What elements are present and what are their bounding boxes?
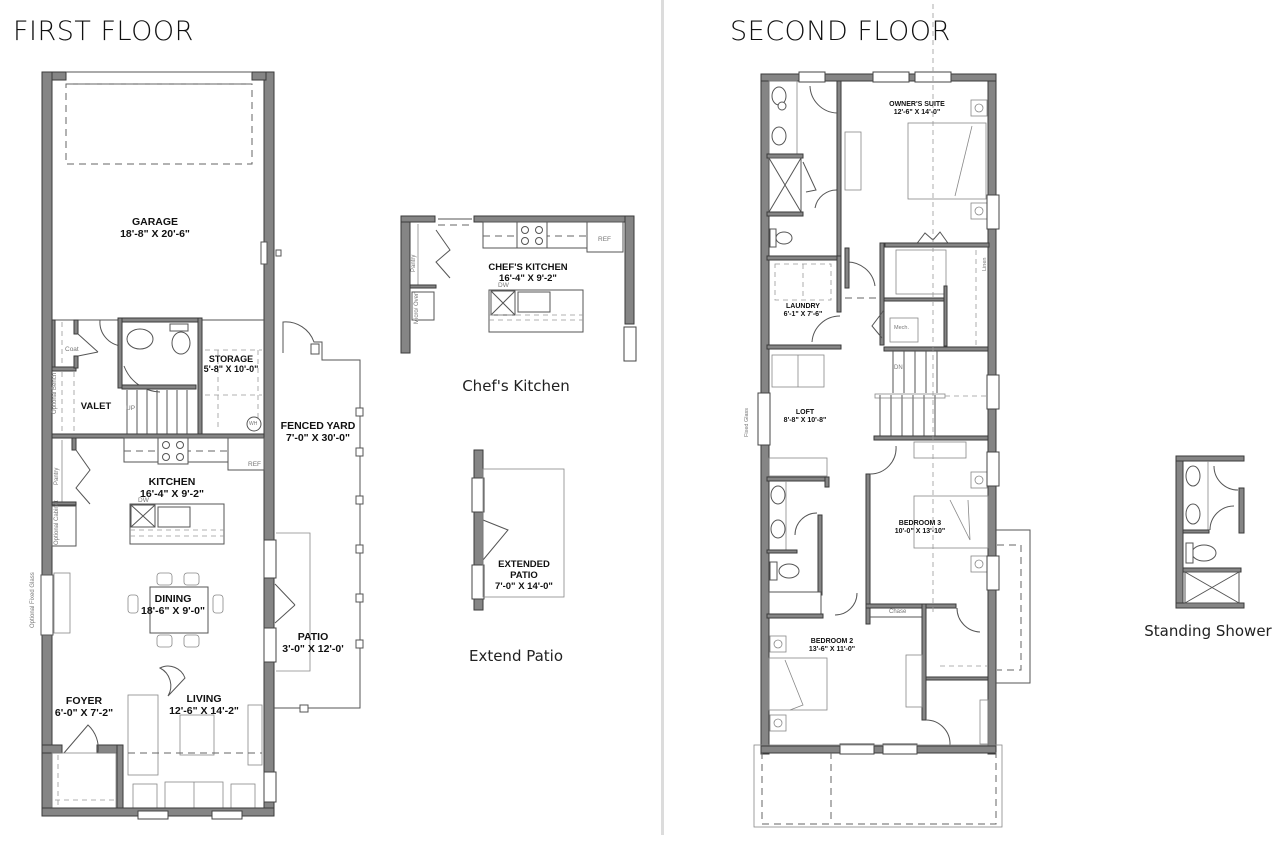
note-coat: Coat [65,346,79,353]
caption-extend-patio: Extend Patio [468,647,564,665]
caption-standing-shower: Standing Shower [1144,622,1272,640]
second-floor-title: SECOND FLOOR [730,16,951,47]
note-dn: DN [894,365,903,371]
room-label-fenced-yard: FENCED YARD 7'-0" X 30'-0" [280,420,356,445]
first-floor-plan [40,71,364,820]
room-label-living: LIVING 12'-6" X 14'-2" [169,693,239,718]
room-label-foyer: FOYER 6'-0" X 7'-2" [54,695,114,720]
room-label-owners-suite: OWNER'S SUITE 12'-6" X 14'-0" [889,101,945,117]
room-label-valet: VALET [80,401,112,412]
second-floor-plan [753,0,1031,828]
room-label-loft: LOFT 8'-8" X 10'-8" [783,409,827,425]
room-label-chefs-kitchen: CHEF'S KITCHEN 16'-4" X 9'-2" [488,262,568,284]
room-label-garage: GARAGE 18'-8" X 20'-6" [120,216,190,241]
room-label-patio: PATIO 3'-0" X 12'-0' [282,631,344,656]
note-dw: DW [138,497,149,504]
room-label-extended-patio: EXTENDED PATIO 7'-0" X 14'-0" [495,559,553,592]
note-fixed-glass: Fixed Glass [744,407,750,437]
standing-shower-option-plan [1175,455,1245,609]
note-micro-oven: Micro/ Oven [414,291,420,324]
room-label-kitchen: KITCHEN 16'-4" X 9'-2" [140,476,204,501]
note-mech: Mech. [894,325,909,331]
room-label-dining: DINING 18'-6" X 9'-0" [141,593,205,618]
room-label-laundry: LAUNDRY 6'-1" X 7'-6" [783,303,823,319]
note-up: UP [126,405,136,412]
note-chase: Chase [889,609,907,615]
note-optional-bench: Optional Bench [52,372,58,414]
room-label-bedroom-2: BEDROOM 2 13'-6" X 11'-0" [808,638,856,654]
note-chefs-dw: DW [498,282,509,289]
note-chefs-pantry: Pantry [411,254,417,272]
note-optional-cabinet: Optional Cabinet [54,500,60,545]
note-linen: Linen [982,257,988,271]
chefs-kitchen-option-plan [400,215,637,362]
note-optional-fixed-glass: Optional Fixed Glass [30,572,36,628]
note-water-heater: WH [249,421,258,427]
room-label-bedroom-3: BEDROOM 3 10'-0" X 13'-10" [894,520,946,536]
note-chefs-ref: REF [598,236,611,243]
note-pantry: Pantry [54,467,60,485]
first-floor-title: FIRST FLOOR [13,16,194,47]
caption-chefs-kitchen: Chef's Kitchen [462,377,570,395]
room-label-storage: STORAGE 5'-8" X 10'-0" [203,354,259,375]
note-ref: REF [248,461,261,468]
extended-patio-option-plan [471,449,565,611]
section-divider [661,0,664,835]
